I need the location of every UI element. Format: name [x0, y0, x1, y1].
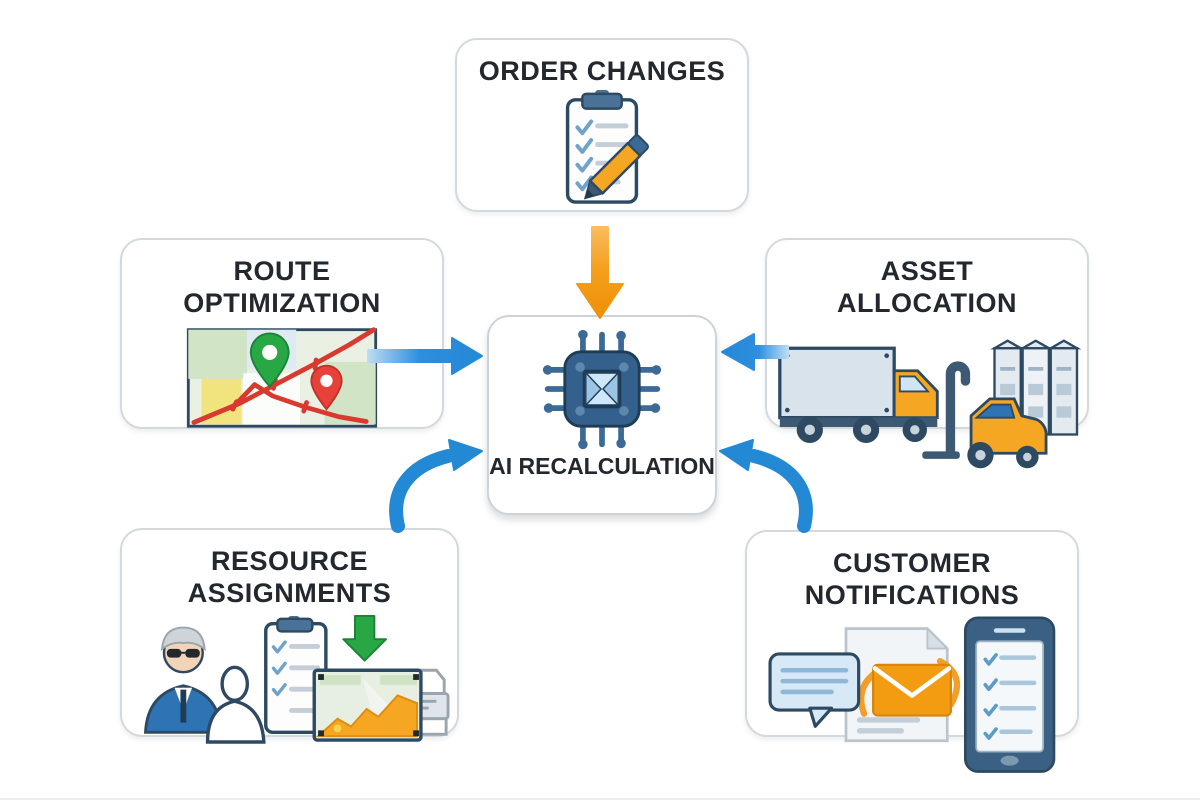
manager-figure	[143, 626, 223, 734]
email-envelope-icon	[871, 663, 953, 717]
truck-forklift-shelves-icon	[778, 339, 1082, 468]
chat-bubble-icon	[768, 652, 861, 728]
delivery-truck	[778, 346, 939, 443]
person-silhouette	[205, 665, 266, 744]
clipboard-checklist-pencil-icon	[565, 89, 650, 204]
chat-email-phone-icon	[768, 616, 1056, 773]
node-ai-recalculation-label: AI RECALCULATION	[489, 453, 715, 479]
schedule-chart-board	[312, 668, 423, 742]
chip-core-glyph	[582, 369, 622, 409]
chip-icon	[542, 329, 662, 450]
map-route-pins-icon	[186, 327, 378, 428]
node-ai-recalculation: AI RECALCULATION	[487, 315, 717, 515]
node-route-optimization-label: ROUTE OPTIMIZATION	[183, 256, 381, 318]
smartphone-icon	[963, 616, 1056, 773]
red-map-pin	[310, 364, 343, 411]
assignments-clipboard	[263, 615, 328, 734]
arrow-order-changes-to-center	[576, 226, 624, 319]
node-asset-allocation: ASSET ALLOCATION	[765, 238, 1089, 468]
node-order-changes: ORDER CHANGES	[455, 38, 749, 212]
node-order-changes-label: ORDER CHANGES	[478, 56, 726, 86]
arrow-resource-assignments-to-center	[389, 439, 483, 533]
manager-silhouette-clipboard-chart-icon	[143, 614, 450, 744]
node-customer-notifications-label: CUSTOMER NOTIFICATIONS	[804, 548, 1020, 610]
forklift	[922, 361, 1048, 468]
node-customer-notifications: CUSTOMER NOTIFICATIONS	[745, 530, 1079, 773]
node-resource-assignments-label: RESOURCE ASSIGNMENTS	[187, 546, 392, 608]
green-map-pin	[249, 332, 290, 388]
node-asset-allocation-label: ASSET ALLOCATION	[837, 256, 1017, 318]
bottom-edge-divider	[0, 798, 1200, 800]
green-down-arrow-icon	[341, 614, 387, 662]
node-route-optimization: ROUTE OPTIMIZATION	[120, 238, 444, 429]
node-resource-assignments: RESOURCE ASSIGNMENTS	[120, 528, 459, 744]
